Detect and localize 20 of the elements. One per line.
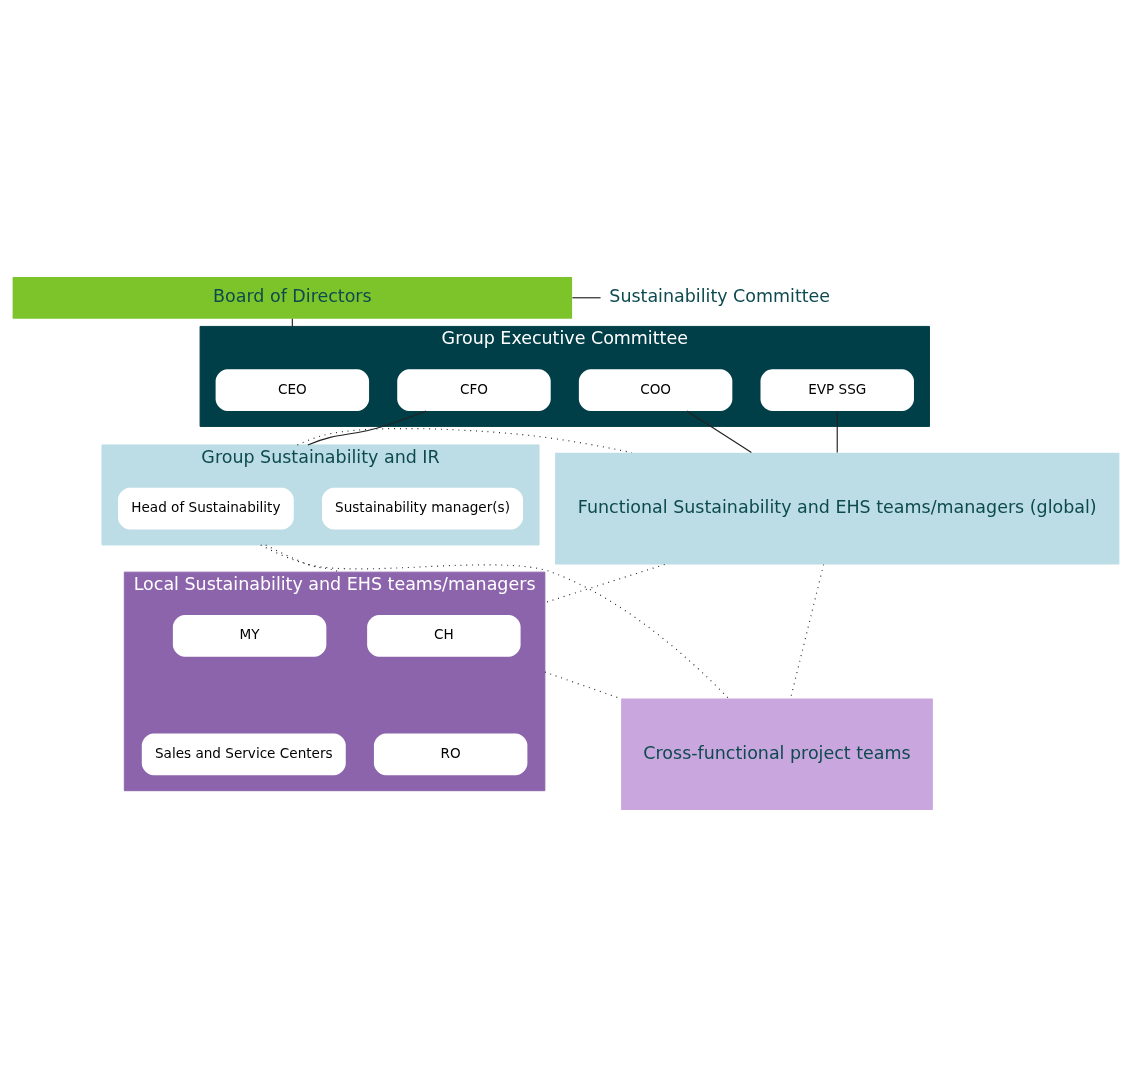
connector <box>571 297 602 299</box>
node-box: MY <box>172 614 327 657</box>
node-box: CFO <box>397 369 551 411</box>
connector <box>686 410 752 454</box>
connector <box>836 410 838 454</box>
node-box: EVP SSG <box>760 369 914 411</box>
connector <box>296 427 633 454</box>
node-box: Sustainability manager(s) <box>321 487 523 530</box>
node-box: Head of Sustainability <box>118 487 294 530</box>
node-box: CH <box>367 614 521 657</box>
node-box: Sales and Service Centers <box>141 733 346 776</box>
node-box: RO <box>373 733 528 776</box>
connector <box>307 410 427 446</box>
node-text: Sustainability Committee <box>609 286 831 307</box>
node-box: COO <box>578 369 733 411</box>
connector <box>265 544 341 573</box>
node-box: Board of Directors <box>12 276 573 319</box>
node-box: Functional Sustainability and EHS teams/managers (global) <box>555 452 1120 565</box>
node-box: Cross-functional project teams <box>621 698 933 811</box>
node-box: CEO <box>215 369 370 411</box>
